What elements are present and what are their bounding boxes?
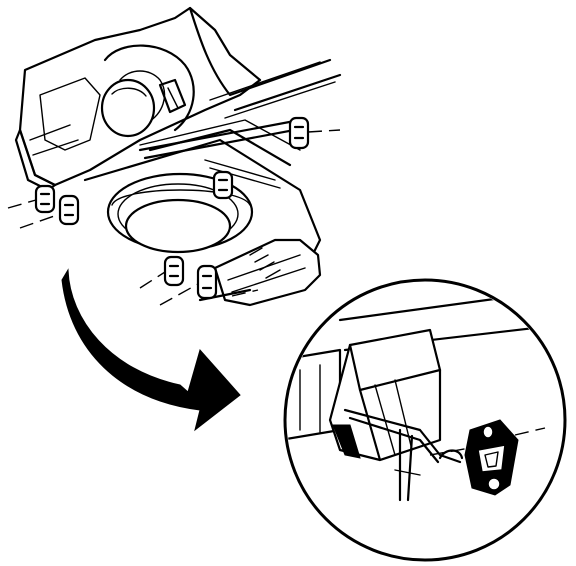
detail-view [283, 278, 567, 562]
rubber-isolator [464, 419, 519, 496]
curved-arrow-icon [61, 268, 241, 432]
hanger-bottom-left [163, 255, 185, 287]
exhaust-hangers [7, 116, 341, 306]
hanger-right-upper [288, 116, 310, 150]
hanger-left-rear [58, 194, 80, 226]
hanger-center [212, 170, 234, 200]
hanger-bottom-right [196, 264, 218, 300]
hanger-left-front [34, 184, 56, 214]
